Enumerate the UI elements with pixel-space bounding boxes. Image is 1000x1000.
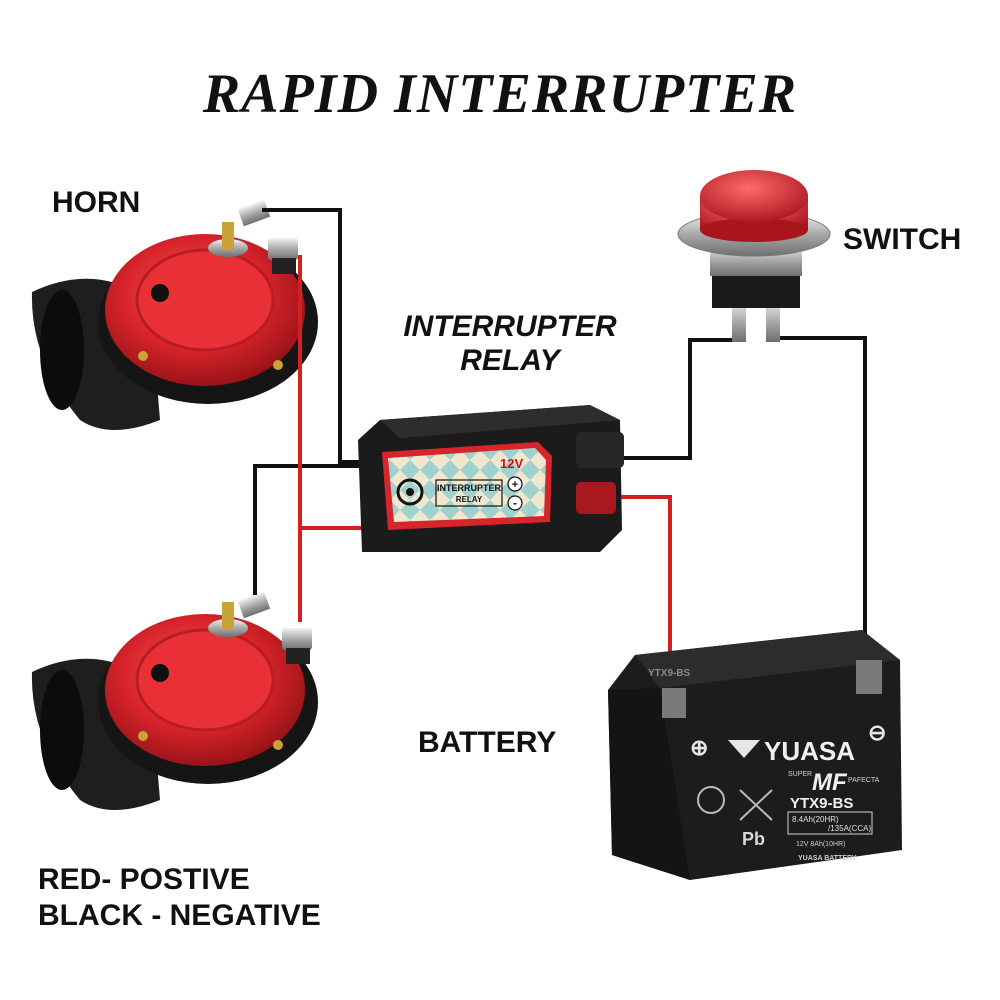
no-dispose-bin-icon	[739, 789, 773, 821]
battery-brand: YUASA	[764, 736, 855, 766]
horn-upper-bolt	[222, 222, 234, 250]
battery-mf-label: MF	[812, 769, 848, 796]
battery-model: YTX9-BS	[790, 795, 853, 812]
battery-top	[635, 630, 900, 688]
horn-lower-terminal-positive	[282, 628, 312, 650]
horn-lower-terminal-mount	[286, 648, 310, 664]
battery-brand-logo-icon	[728, 740, 760, 758]
battery-terminal-positive	[662, 688, 686, 718]
horn-upper-screw	[273, 360, 283, 370]
horn-lower-screw	[273, 740, 283, 750]
battery-spec-line2: /135A(CCA)	[828, 824, 871, 833]
relay-label-face	[388, 448, 546, 522]
horn-lower-screw	[138, 731, 148, 741]
wire-negative-horn-upper	[262, 208, 365, 464]
switch-terminal-left	[732, 300, 746, 342]
battery-terminal-negative	[856, 660, 882, 694]
relay-minus-sign: -	[513, 496, 517, 510]
relay-voltage: 12V	[500, 456, 523, 471]
relay-name-line2: RELAY	[456, 495, 483, 504]
recycle-icon	[697, 786, 725, 814]
battery-minus-symbol: ⊖	[868, 720, 886, 745]
battery-side	[608, 688, 690, 880]
switch-terminal-right	[766, 300, 780, 342]
battery-spec-box	[787, 811, 873, 835]
switch-label: SWITCH	[843, 223, 962, 256]
legend-positive: RED- POSTIVE	[38, 863, 250, 896]
battery-bottom-brand: YUASA BATTERY	[798, 855, 857, 862]
horn-upper-terminal-negative	[237, 199, 271, 227]
relay-connector-pin	[406, 488, 414, 496]
wire-relay-battery-positive	[600, 495, 672, 685]
battery-spec-line3: 12V 8Ah(10HR)	[796, 841, 845, 848]
push-switch	[677, 170, 831, 342]
wire-switch-battery-negative	[778, 336, 867, 660]
relay-label-line2: RELAY	[460, 344, 560, 377]
horn-upper-button	[151, 284, 169, 302]
wire-negative-horn-lower	[253, 464, 365, 595]
battery-plus-symbol: ⊕	[690, 735, 708, 760]
switch-button-bottom	[700, 218, 808, 242]
horn-upper-cap	[135, 248, 275, 352]
relay-top	[380, 405, 620, 438]
battery-pafecta-label: PAFECTA	[848, 777, 880, 784]
battery-top-model: YTX9-BS	[648, 668, 691, 679]
battery-spec-line1: 8.4Ah(20HR)	[792, 815, 839, 824]
switch-button-top	[700, 170, 808, 222]
relay-wire-boot-red	[576, 482, 616, 514]
horn-upper-screw	[138, 351, 148, 361]
horn-lower-button	[151, 664, 169, 682]
horn-lower	[31, 591, 318, 810]
relay-plus-icon	[507, 476, 523, 492]
legend-negative: BLACK - NEGATIVE	[38, 899, 321, 932]
horn-lower-bolt	[222, 602, 234, 630]
battery-super-label: SUPER	[788, 771, 812, 778]
wire-color-legend: RED- POSTIVE BLACK - NEGATIVE	[38, 862, 321, 934]
relay-label-line1: INTERRUPTER	[403, 310, 617, 343]
horn-lower-cap	[135, 628, 275, 732]
page-title: RAPID INTERRUPTER	[202, 63, 798, 125]
battery-pb-label: Pb	[742, 829, 765, 849]
horn-upper	[31, 199, 318, 430]
horn-upper-terminal-mount	[272, 258, 296, 274]
relay-plus-sign: +	[512, 479, 518, 491]
horn-lower-mouth	[40, 670, 84, 790]
horn-upper-terminal-positive	[268, 238, 298, 260]
relay-wire-boot-black	[576, 432, 624, 468]
relay-name-box	[435, 479, 503, 507]
wire-relay-switch	[622, 338, 733, 460]
horn-upper-mouth	[40, 290, 84, 410]
horn-lower-terminal-negative	[237, 591, 271, 619]
battery-label: BATTERY	[418, 726, 557, 759]
horn-label: HORN	[52, 186, 141, 219]
relay-label: INTERRUPTER RELAY	[380, 310, 640, 378]
battery: YTX9-BS ⊕ ⊖ YUASA SUPER MF PAFECTA YTX9-…	[608, 630, 902, 880]
relay-minus-icon	[507, 495, 523, 511]
relay-name-line1: INTERRUPTER	[437, 483, 502, 493]
relay-connector-icon	[396, 478, 424, 506]
interrupter-relay: 12V INTERRUPTER RELAY + -	[358, 405, 624, 552]
wires	[253, 208, 867, 685]
